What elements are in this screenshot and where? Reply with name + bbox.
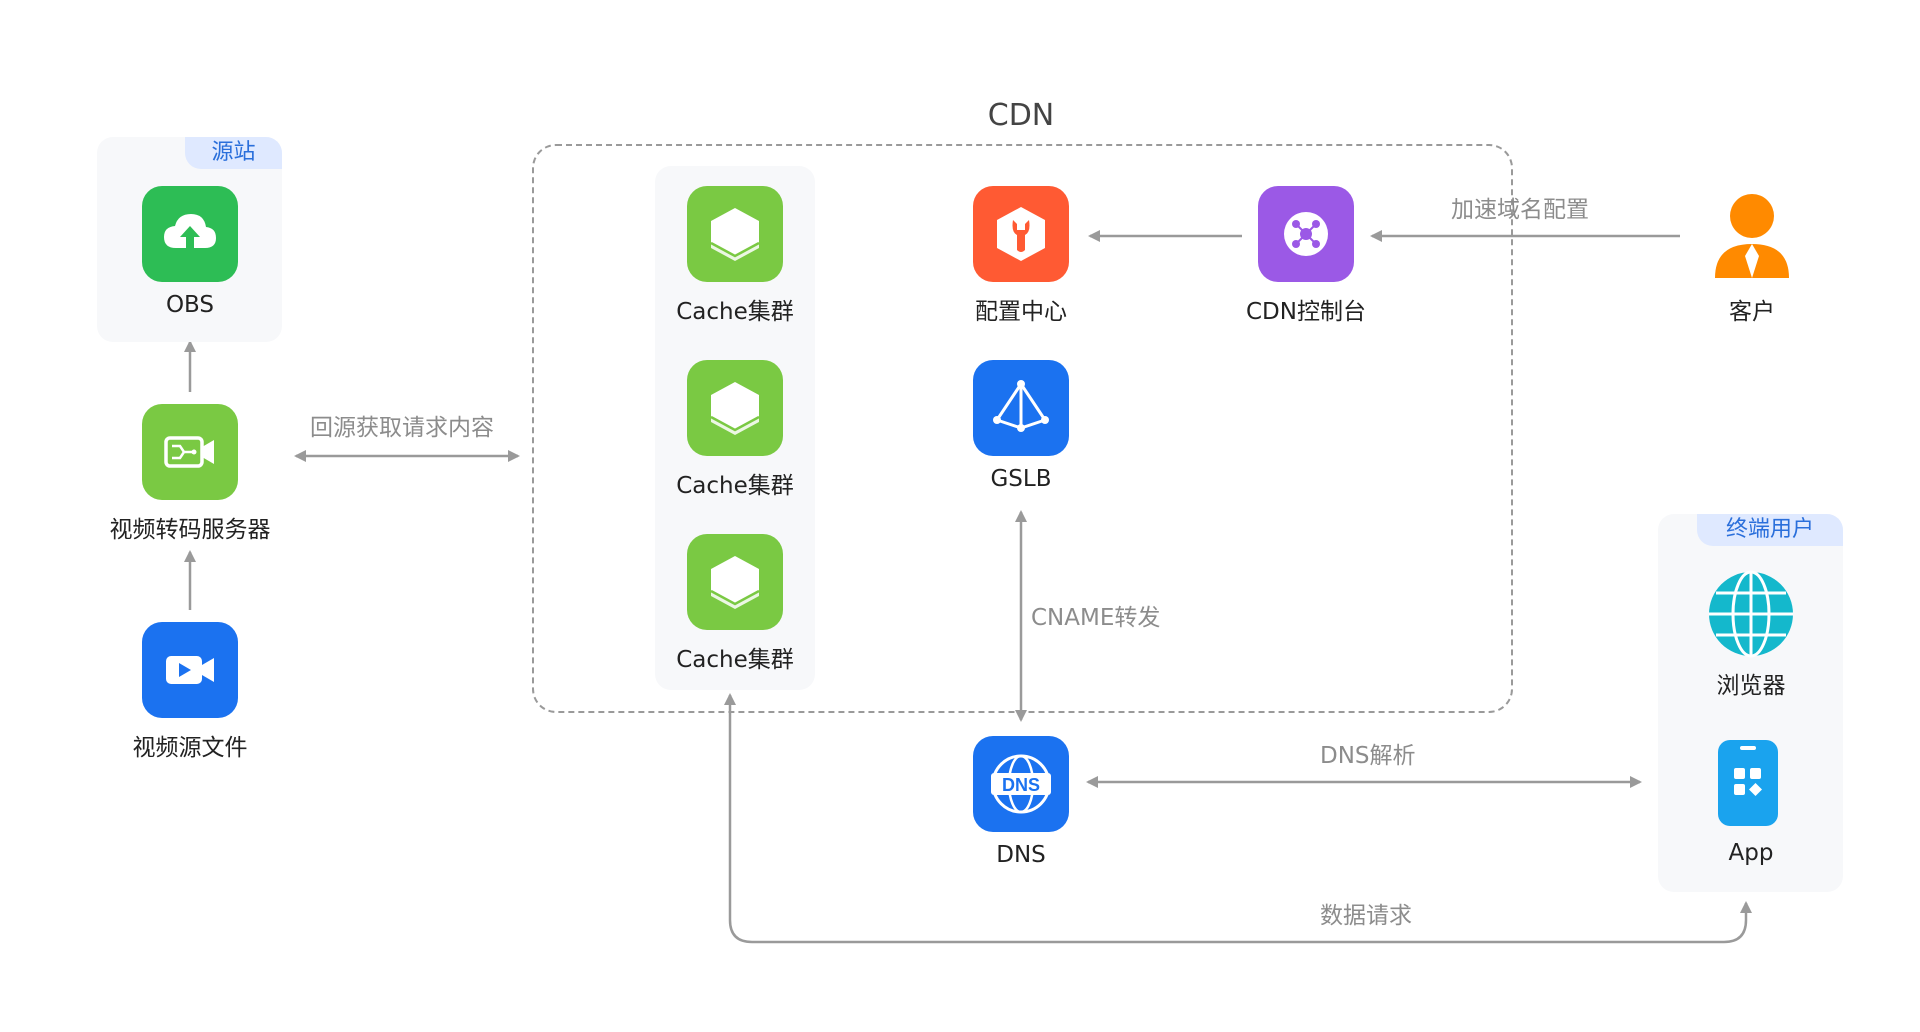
node-label-cache-1: Cache集群 (676, 299, 794, 325)
node-label-cache-2: Cache集群 (676, 473, 794, 499)
node-label-dns: DNS (996, 842, 1046, 868)
node-label-browser: 浏览器 (1716, 673, 1786, 699)
svg-text:DNS: DNS (1002, 775, 1040, 795)
node-label-gslb: GSLB (990, 466, 1052, 492)
pyramid-network-icon[interactable] (973, 360, 1069, 456)
edge-label-data-request: 数据请求 (1320, 903, 1412, 929)
origin-panel-tag: 源站 (185, 137, 282, 169)
person-icon[interactable] (1704, 186, 1800, 282)
node-label-customer: 客户 (1729, 299, 1775, 325)
node-label-cdn-console: CDN控制台 (1246, 299, 1366, 325)
video-camera-icon[interactable] (142, 622, 238, 718)
dns-globe-icon[interactable]: DNS (973, 736, 1069, 832)
node-label-cache-3: Cache集群 (676, 647, 794, 673)
node-label-source-file: 视频源文件 (132, 735, 248, 761)
edge-label-dns-resolve: DNS解析 (1320, 743, 1416, 769)
wrench-icon[interactable] (973, 186, 1069, 282)
edge-label-cname: CNAME转发 (1031, 605, 1161, 631)
node-label-transcode: 视频转码服务器 (109, 517, 271, 543)
phone-app-icon[interactable] (1718, 740, 1778, 826)
globe-icon[interactable] (1703, 566, 1799, 662)
video-transcode-icon[interactable] (142, 404, 238, 500)
cloud-upload-icon[interactable] (142, 186, 238, 282)
endusers-panel-tag: 终端用户 (1697, 514, 1843, 546)
arrow-data-request (724, 693, 1752, 944)
node-label-obs: OBS (165, 292, 215, 318)
edge-label-accel-domain: 加速域名配置 (1451, 197, 1589, 223)
node-label-app: App (1728, 840, 1774, 866)
cube-icon[interactable] (687, 360, 783, 456)
cdn-boundary (532, 144, 1513, 713)
cdn-title: CDN (987, 98, 1055, 133)
node-label-config-center: 配置中心 (975, 299, 1067, 325)
edge-label-origin-fetch: 回源获取请求内容 (310, 415, 494, 441)
hub-nodes-icon[interactable] (1258, 186, 1354, 282)
cube-icon[interactable] (687, 534, 783, 630)
cube-icon[interactable] (687, 186, 783, 282)
